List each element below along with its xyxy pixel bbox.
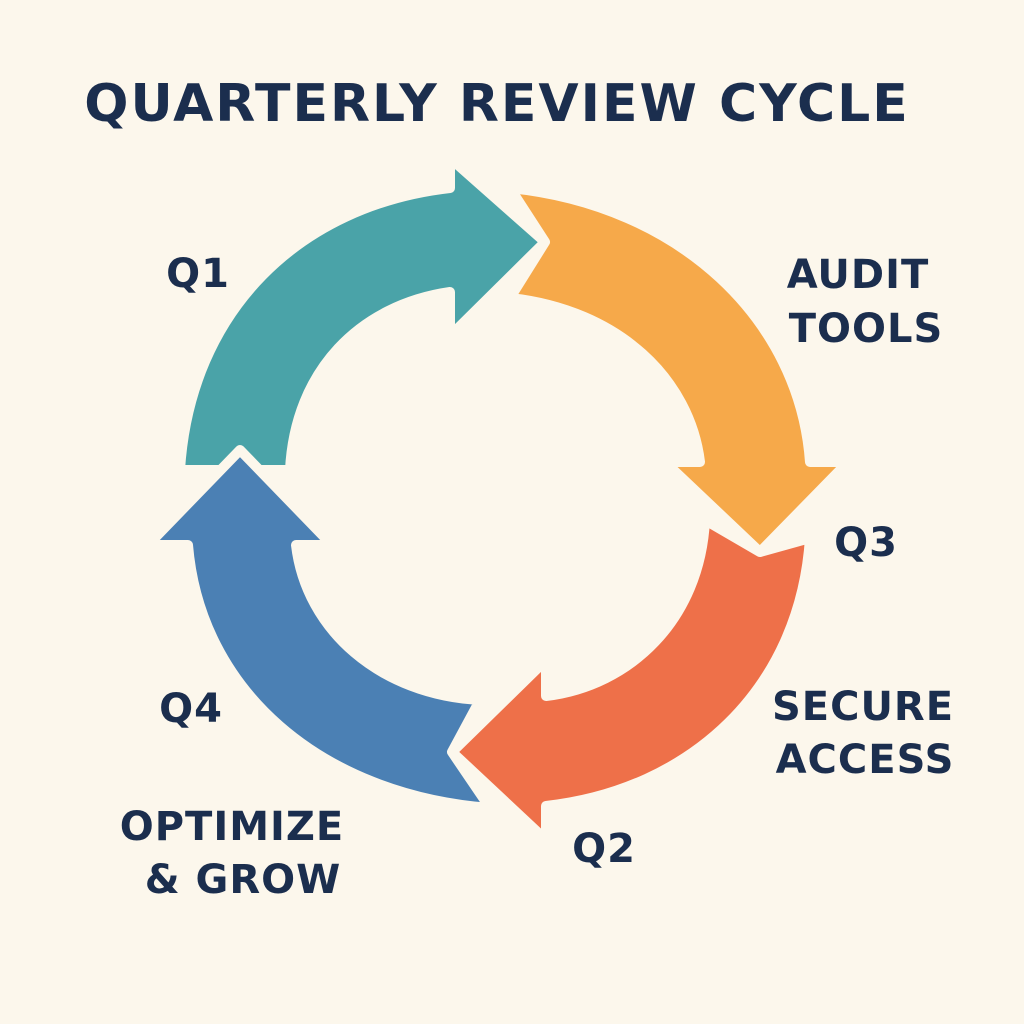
optimize-grow-label-line2: & GROW — [145, 857, 342, 903]
secure-access-label-line1: SECURE — [772, 684, 954, 730]
q2-arrow-icon — [447, 515, 815, 845]
q3-label: Q3 — [834, 520, 898, 566]
q4-arrow-icon — [143, 445, 495, 813]
q1-arrow-icon — [175, 153, 550, 475]
q3-arrow-icon — [505, 183, 853, 557]
diagram-title: QUARTERLY REVIEW CYCLE — [84, 74, 910, 134]
optimize-grow-label-line1: OPTIMIZE — [120, 804, 345, 850]
audit-tools-label-line2: TOOLS — [789, 306, 944, 352]
q2-label: Q2 — [572, 826, 636, 872]
q4-label: Q4 — [159, 686, 223, 732]
secure-access-label-line2: ACCESS — [776, 737, 955, 783]
audit-tools-label-line1: AUDIT — [787, 252, 930, 298]
q1-label: Q1 — [166, 251, 230, 297]
